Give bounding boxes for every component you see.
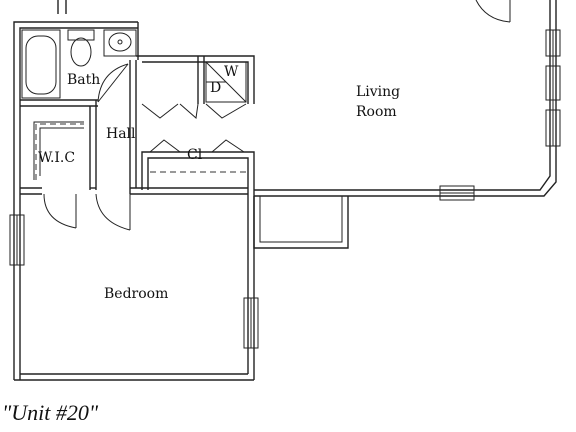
dryer-label: D bbox=[210, 80, 221, 96]
top-entry-walls bbox=[57, 0, 67, 14]
hall-label: Hall bbox=[106, 126, 136, 142]
wic-shelf bbox=[35, 123, 84, 180]
bedroom-label: Bedroom bbox=[104, 286, 168, 302]
walk-in-closet-label: W.I.C bbox=[38, 150, 75, 166]
interior-walls bbox=[20, 22, 349, 249]
exterior-walls bbox=[13, 0, 557, 381]
closet-label: Cl bbox=[187, 147, 203, 163]
living-room-label-line2: Room bbox=[356, 104, 397, 120]
doors bbox=[43, 63, 247, 231]
bathtub bbox=[21, 29, 61, 99]
windows bbox=[9, 29, 561, 349]
unit-caption: "Unit #20" bbox=[2, 400, 99, 425]
living-room-label-line1: Living bbox=[356, 84, 400, 100]
sink bbox=[103, 29, 137, 57]
living-room-door bbox=[475, 0, 511, 23]
washer-dryer bbox=[205, 61, 247, 103]
washer-label: W bbox=[224, 64, 239, 80]
bath-label: Bath bbox=[67, 72, 100, 88]
toilet bbox=[67, 29, 95, 67]
